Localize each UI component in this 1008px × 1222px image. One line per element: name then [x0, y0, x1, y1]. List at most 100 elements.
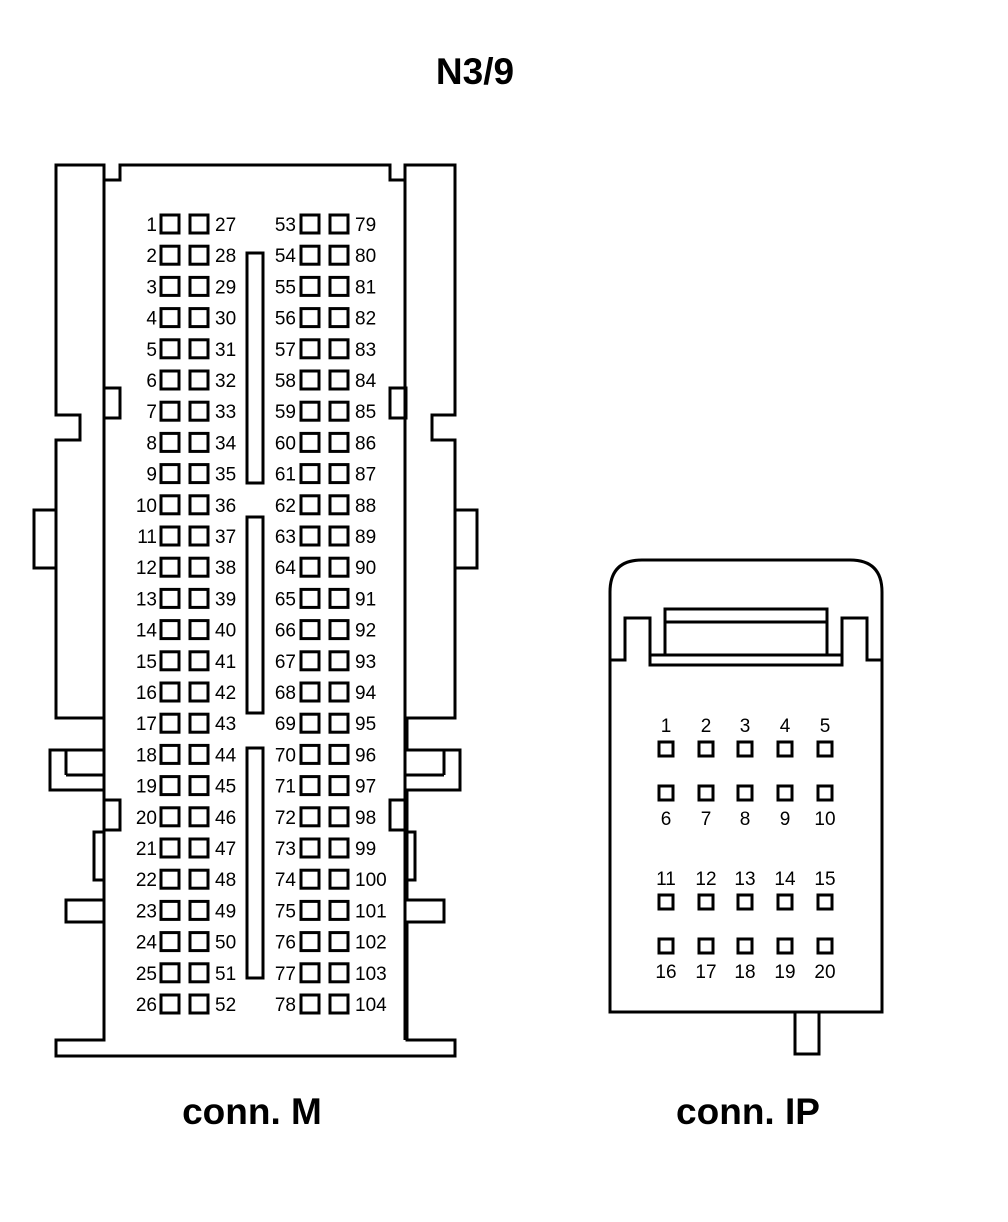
connector-m-latch-right-mid	[453, 508, 479, 570]
pin-ip-1-label: 1	[661, 716, 672, 737]
pin-m-83	[328, 338, 350, 360]
pin-m-69	[299, 712, 321, 734]
pin-m-27	[188, 213, 210, 235]
pin-m-37-label: 37	[215, 527, 236, 548]
pin-m-64	[299, 556, 321, 578]
pin-ip-11	[657, 893, 675, 911]
pin-m-21-label: 21	[136, 839, 157, 860]
pin-m-80-label: 80	[355, 246, 376, 267]
pin-ip-4	[776, 740, 794, 758]
pin-m-9-label: 9	[146, 465, 157, 486]
pin-m-1	[159, 213, 181, 235]
pin-m-63	[299, 525, 321, 547]
pin-m-25-label: 25	[136, 964, 157, 985]
pin-m-46-label: 46	[215, 808, 236, 829]
pin-m-61	[299, 463, 321, 485]
connector-m-clip-right	[403, 830, 417, 882]
pin-m-59	[299, 400, 321, 422]
pin-m-14-label: 14	[136, 621, 158, 642]
pin-m-29	[188, 275, 210, 297]
pin-m-20-label: 20	[136, 808, 157, 829]
pin-m-15-label: 15	[136, 652, 157, 673]
pin-m-13	[159, 587, 181, 609]
pin-m-21	[159, 837, 181, 859]
pin-m-101-label: 101	[355, 901, 387, 922]
connector-m-label: conn. M	[182, 1091, 322, 1132]
pin-m-2	[159, 244, 181, 266]
pin-m-49	[188, 899, 210, 921]
connector-m-latch-left-low	[102, 798, 122, 832]
pin-m-73	[299, 837, 321, 859]
connector-ip-label: conn. IP	[676, 1091, 820, 1132]
pin-ip-16	[657, 937, 675, 955]
pin-m-5	[159, 338, 181, 360]
pin-m-90-label: 90	[355, 558, 376, 579]
pin-ip-8	[736, 784, 754, 802]
pin-m-35-label: 35	[215, 465, 236, 486]
pin-m-12	[159, 556, 181, 578]
pin-m-41	[188, 650, 210, 672]
pin-m-68-label: 68	[275, 683, 296, 704]
pin-m-88	[328, 494, 350, 516]
pin-m-47-label: 47	[215, 839, 236, 860]
pin-m-11-label: 11	[137, 527, 157, 548]
pin-m-50-label: 50	[215, 933, 236, 954]
connector-m-housing-outline	[48, 163, 462, 1058]
pin-m-13-label: 13	[136, 589, 157, 610]
pin-m-73-label: 73	[275, 839, 296, 860]
pin-m-15	[159, 650, 181, 672]
pin-m-17-label: 17	[136, 714, 157, 735]
pin-m-29-label: 29	[215, 277, 236, 298]
pin-ip-3	[736, 740, 754, 758]
pin-m-102	[328, 931, 350, 953]
pin-ip-3-label: 3	[740, 716, 751, 737]
pin-m-51-label: 51	[215, 964, 236, 985]
pin-ip-17	[697, 937, 715, 955]
pin-m-19-label: 19	[136, 777, 157, 798]
connector-m-pins: 1234567891011121314151617181920212223242…	[136, 213, 387, 1016]
diagram-title: N3/9	[436, 51, 514, 92]
pin-m-28	[188, 244, 210, 266]
pin-m-23-label: 23	[136, 901, 157, 922]
pin-m-48	[188, 868, 210, 890]
pin-ip-15-label: 15	[814, 869, 835, 890]
connector-m-divider-upper	[245, 251, 265, 485]
pin-m-8-label: 8	[146, 433, 157, 454]
pin-m-50	[188, 931, 210, 953]
pin-m-70	[299, 743, 321, 765]
connector-m-clip-left	[92, 830, 106, 882]
pin-m-31-label: 31	[215, 340, 236, 361]
pin-ip-13	[736, 893, 754, 911]
pin-m-79-label: 79	[355, 215, 376, 236]
pin-ip-14-label: 14	[774, 869, 796, 890]
connector-m-latch-right-top	[388, 386, 408, 420]
pin-m-5-label: 5	[146, 340, 157, 361]
pin-m-52-label: 52	[215, 995, 236, 1016]
pin-m-33	[188, 400, 210, 422]
pin-m-42	[188, 681, 210, 703]
pin-m-77-label: 77	[275, 964, 296, 985]
pin-m-44	[188, 743, 210, 765]
pin-m-32	[188, 369, 210, 391]
pin-m-87-label: 87	[355, 465, 376, 486]
pin-m-55	[299, 275, 321, 297]
pin-m-85	[328, 400, 350, 422]
pin-m-91-label: 91	[355, 589, 376, 610]
pin-m-38-label: 38	[215, 558, 236, 579]
connector-ip-housing-outline	[608, 558, 884, 1014]
pin-m-58	[299, 369, 321, 391]
pin-m-46	[188, 806, 210, 828]
pin-m-28-label: 28	[215, 246, 236, 267]
connector-ip	[608, 558, 884, 1056]
pin-m-22	[159, 868, 181, 890]
pin-m-64-label: 64	[275, 558, 297, 579]
pin-ip-10-label: 10	[814, 809, 835, 830]
pin-m-57	[299, 338, 321, 360]
pin-m-45	[188, 775, 210, 797]
pin-m-10	[159, 494, 181, 516]
pin-m-84	[328, 369, 350, 391]
pin-m-71	[299, 775, 321, 797]
pin-m-101	[328, 899, 350, 921]
pin-m-67	[299, 650, 321, 672]
